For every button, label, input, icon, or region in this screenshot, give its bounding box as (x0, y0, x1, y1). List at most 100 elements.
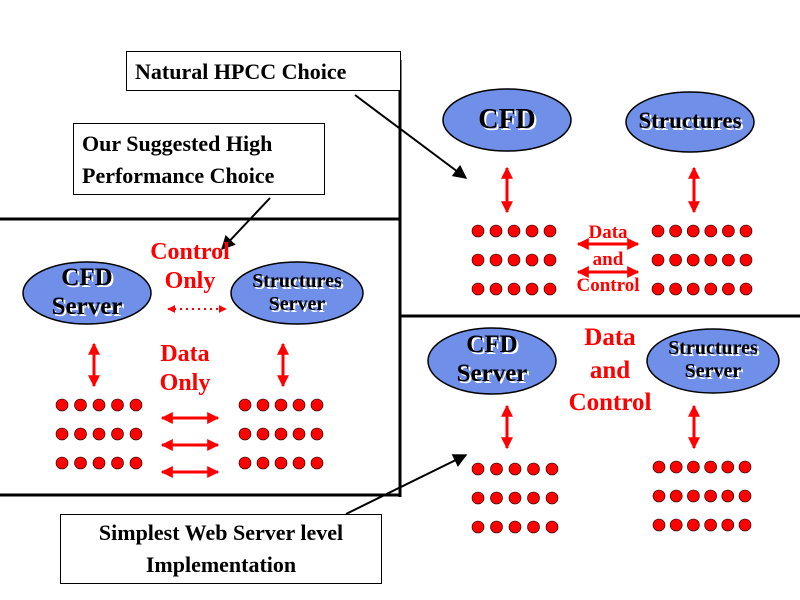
red-dot (722, 253, 735, 267)
red-dot (74, 427, 87, 441)
cfd-server-right-label: CFD Server (428, 331, 556, 389)
red-dot (111, 427, 124, 441)
red-dot (704, 224, 718, 238)
red-dot (92, 398, 106, 412)
data-and-control-top-line3: Control (576, 275, 640, 297)
cfd-server-left-label: CFD Server (23, 264, 151, 322)
red-dot (238, 398, 252, 412)
red-dot (527, 520, 540, 534)
red-dot (669, 224, 682, 238)
red-dot (238, 427, 252, 441)
red-dot (525, 253, 539, 267)
red-dot (652, 489, 666, 503)
callout-suggested-line2: Performance Choice (82, 163, 275, 188)
cfd-top-ellipse (442, 88, 572, 152)
dot-grid-top-right (651, 224, 753, 296)
red-dot (471, 253, 485, 267)
data-only-line2: Only (159, 369, 211, 396)
red-dot (704, 489, 717, 503)
dot-grid-top-left (471, 224, 557, 296)
data-and-control-mid-line3: Control (568, 389, 652, 416)
data-only-label: Data Only (140, 340, 230, 398)
red-dot (687, 518, 700, 532)
red-dot (687, 489, 700, 503)
red-dot (738, 518, 752, 532)
data-and-control-top-label: Data and Control (568, 220, 648, 300)
red-dot (490, 491, 503, 505)
data-only-line1: Data (160, 341, 210, 367)
structures-server-left-line1: Structures (252, 270, 342, 292)
pointer-suggested-arrow (221, 197, 271, 251)
control-only-line2: Only (164, 267, 216, 294)
red-dot (669, 489, 683, 503)
red-dot (508, 520, 522, 534)
red-dot (111, 456, 124, 470)
red-arrows (88, 166, 700, 478)
red-dot (489, 253, 503, 267)
red-dot (738, 460, 752, 474)
red-dot (739, 282, 753, 296)
pointer-natural-arrow (354, 94, 468, 179)
pointer-simplest-arrow (345, 454, 468, 515)
cfd-server-right-ellipse (427, 327, 557, 395)
structures-server-right-label: Structures Server (647, 337, 779, 383)
red-dot (55, 427, 69, 441)
cfd-top-label: CFD (443, 104, 571, 136)
red-dot (55, 456, 69, 470)
callout-natural-hpcc: Natural HPCC Choice (126, 51, 401, 91)
red-dot (471, 520, 485, 534)
red-dot (292, 456, 306, 470)
red-dot (738, 489, 752, 503)
red-dot (545, 520, 559, 534)
red-dot (543, 253, 557, 267)
structures-top-ellipse (625, 91, 755, 153)
red-dot (274, 456, 288, 470)
structures-server-left-label: Structures Server (231, 270, 363, 316)
cfd-server-left-line1: CFD (61, 264, 113, 291)
red-dot (111, 398, 124, 412)
control-only-line1: Control (150, 239, 230, 265)
red-dot (310, 427, 324, 441)
red-dot (129, 456, 143, 470)
structures-top-label: Structures (626, 108, 754, 134)
red-dot (651, 224, 665, 238)
red-dot (669, 282, 682, 296)
dot-grid-bottom-right-a (471, 462, 559, 534)
red-dot (669, 460, 683, 474)
red-dot (507, 282, 521, 296)
red-dot (55, 398, 69, 412)
red-dot (471, 462, 485, 476)
red-dot (129, 398, 143, 412)
red-dot (471, 491, 485, 505)
red-dot (721, 518, 735, 532)
cfd-top-text: CFD (478, 104, 536, 135)
red-dot (687, 460, 700, 474)
red-dot (543, 282, 557, 296)
red-dot (669, 253, 682, 267)
red-dot (704, 253, 718, 267)
structures-server-right-line1: Structures (668, 337, 758, 359)
structures-server-right-line2: Server (684, 360, 742, 382)
data-and-control-top-line2: and (592, 248, 624, 270)
red-dot (721, 489, 735, 503)
red-dot (490, 462, 503, 476)
red-dot (256, 427, 270, 441)
red-dot (256, 456, 270, 470)
callout-natural-text: Natural HPCC Choice (135, 59, 347, 84)
red-dot (489, 282, 503, 296)
callout-suggested-line1: Our Suggested High (82, 131, 273, 156)
red-dot (74, 456, 87, 470)
red-dot (507, 224, 521, 238)
data-and-control-mid-line1: Data (584, 324, 636, 351)
red-dot (652, 460, 666, 474)
red-dot (310, 398, 324, 412)
red-dot (489, 224, 503, 238)
red-dot (292, 427, 306, 441)
red-dot (651, 282, 665, 296)
red-dot (704, 460, 717, 474)
callout-simplest-line2: Implementation (145, 552, 297, 577)
red-dot (525, 224, 539, 238)
red-dot (739, 253, 753, 267)
red-dot (129, 427, 143, 441)
